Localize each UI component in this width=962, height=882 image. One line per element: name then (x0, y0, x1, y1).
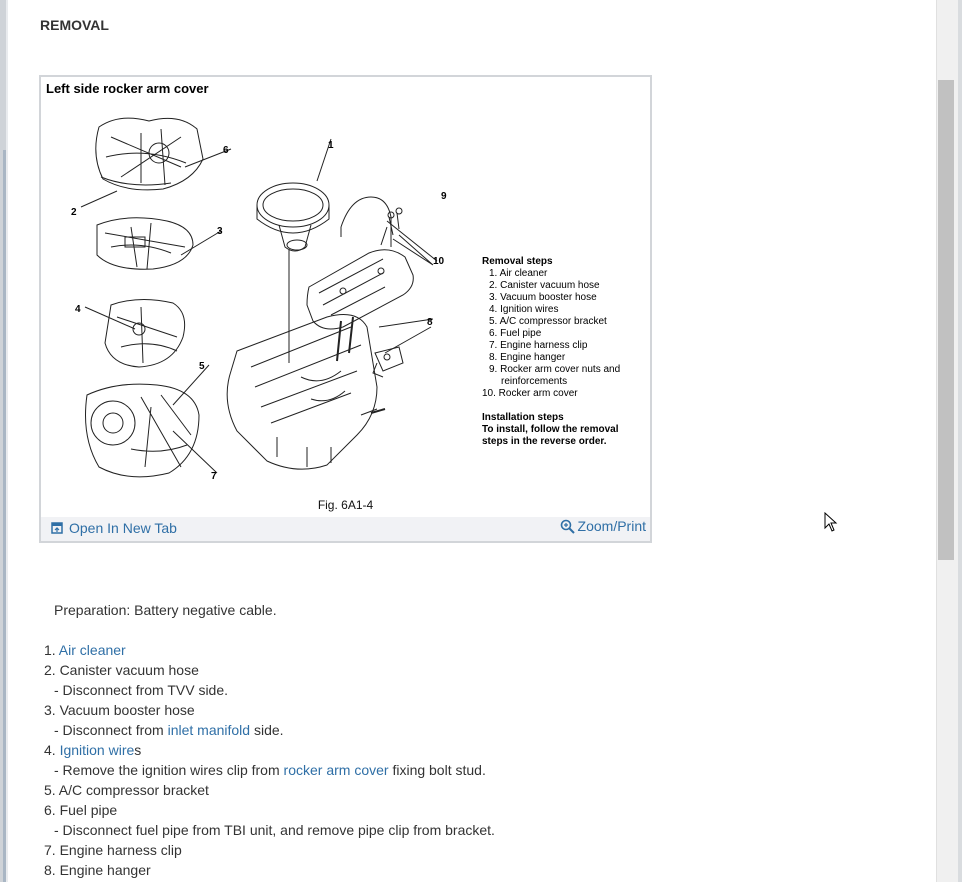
installation-line-1: To install, follow the removal (482, 424, 619, 435)
preparation-text: Preparation: Battery negative cable. (54, 602, 277, 618)
step-2-detail: - Disconnect from TVV side. (54, 682, 229, 698)
removal-step-9: 9. Rocker arm cover nuts and (489, 364, 620, 375)
rocker-cover-diagram: 1 2 3 4 5 6 7 8 9 10 Removal steps 1. Ai… (71, 117, 620, 482)
mouse-pointer-icon (824, 512, 838, 532)
inlet-manifold-link[interactable]: inlet manifold (167, 722, 251, 738)
removal-step-7: 7. Engine harness clip (489, 340, 588, 351)
removal-step-3: 3. Vacuum booster hose (489, 292, 597, 303)
installation-steps-title: Installation steps (482, 412, 564, 423)
document-content: REMOVAL Left side rocker arm cover (8, 0, 936, 882)
callout-2: 2 (71, 207, 77, 218)
step-3-detail: - Disconnect from inlet manifold side. (54, 720, 284, 740)
step-2: 2. Canister vacuum hose (44, 662, 199, 678)
air-cleaner-sketch (256, 182, 330, 363)
step-1: 1. Air cleaner (44, 640, 126, 660)
step-3-detail-pre: - Disconnect from (54, 722, 168, 738)
vertical-scrollbar-thumb[interactable] (938, 80, 954, 560)
callout-7: 7 (211, 471, 217, 482)
detail-sketch-2 (96, 217, 194, 270)
step-5: 5. A/C compressor bracket (44, 782, 209, 798)
figure-title: Left side rocker arm cover (46, 81, 209, 96)
open-new-tab-icon (51, 522, 63, 534)
callout-6: 6 (223, 145, 229, 156)
zoom-icon (560, 519, 575, 534)
callout-4: 4 (75, 304, 81, 315)
figure-action-bar: Open In New Tab Zoom/Print (41, 517, 650, 541)
removal-step-4: 4. Ignition wires (489, 304, 558, 315)
callout-1: 1 (328, 140, 334, 151)
section-heading: REMOVAL (40, 17, 109, 33)
open-in-new-tab-label: Open In New Tab (69, 520, 177, 536)
air-cleaner-link[interactable]: Air cleaner (58, 642, 126, 658)
removal-step-1: 1. Air cleaner (489, 268, 548, 279)
removal-steps-title: Removal steps (482, 256, 553, 267)
step-4-detail: - Remove the ignition wires clip from ro… (54, 760, 486, 780)
open-in-new-tab-button[interactable]: Open In New Tab (51, 520, 177, 536)
step-4-number: 4. (44, 742, 60, 758)
removal-step-6: 6. Fuel pipe (489, 328, 542, 339)
removal-step-9-cont: reinforcements (501, 376, 567, 387)
detail-sketch-top (95, 117, 204, 191)
figure-caption: Fig. 6A1-4 (317, 498, 374, 512)
step-7: 7. Engine harness clip (44, 842, 182, 858)
removal-step-8: 8. Engine hanger (489, 352, 566, 363)
step-4-suffix: s (134, 742, 142, 758)
step-4-detail-pre: - Remove the ignition wires clip from (54, 762, 284, 778)
left-frame-accent (3, 150, 6, 882)
step-6: 6. Fuel pipe (44, 802, 118, 818)
zoom-print-button[interactable]: Zoom/Print (560, 518, 646, 534)
step-6-detail: - Disconnect fuel pipe from TBI unit, an… (54, 822, 495, 838)
engine-hanger-sketch (372, 346, 404, 378)
callout-3: 3 (217, 226, 223, 237)
step-3: 3. Vacuum booster hose (44, 702, 195, 718)
rocker-cover-sketch (306, 249, 414, 330)
callout-8: 8 (427, 317, 433, 328)
rocker-arm-cover-link[interactable]: rocker arm cover (283, 762, 389, 778)
installation-line-2: steps in the reverse order. (482, 436, 607, 447)
step-8: 8. Engine hanger (44, 862, 151, 878)
step-1-number: 1. (44, 642, 59, 658)
removal-step-2: 2. Canister vacuum hose (489, 280, 600, 291)
removal-step-5: 5. A/C compressor bracket (489, 316, 607, 327)
zoom-print-label: Zoom/Print (577, 518, 646, 534)
detail-sketch-4 (85, 383, 200, 478)
figure-container: Left side rocker arm cover (39, 75, 652, 543)
ignition-wire-link[interactable]: Ignition wire (59, 742, 135, 758)
callout-9: 9 (441, 191, 447, 202)
step-4: 4. Ignition wires (44, 740, 141, 760)
step-4-detail-post: fixing bolt stud. (388, 762, 486, 778)
removal-step-10: 10. Rocker arm cover (482, 388, 578, 399)
step-3-detail-post: side. (250, 722, 284, 738)
callout-10: 10 (433, 256, 445, 267)
engine-block-sketch (226, 314, 386, 470)
right-window-edge (958, 0, 962, 882)
callout-5: 5 (199, 361, 205, 372)
detail-sketch-3 (104, 299, 186, 368)
